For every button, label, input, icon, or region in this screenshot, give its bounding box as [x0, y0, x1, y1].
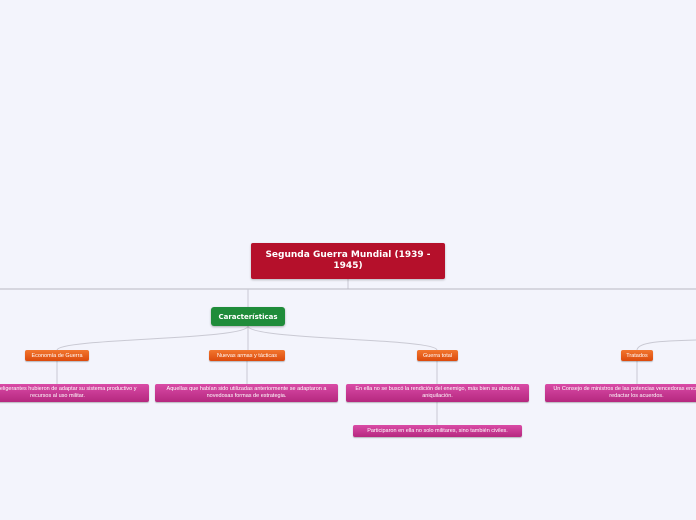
- subtopic-label: Tratados: [626, 352, 648, 359]
- connector: [247, 325, 438, 351]
- main-topic-caracteristicas[interactable]: Características: [211, 307, 285, 326]
- connector: [636, 339, 696, 351]
- subtopic-label: Nuevas armas y tácticas: [217, 352, 277, 359]
- detail-guerra-total-civiles[interactable]: Participaron en ella no solo militares, …: [353, 425, 522, 437]
- root-topic[interactable]: Segunda Guerra Mundial (1939 - 1945): [251, 243, 445, 279]
- detail-nuevas-armas[interactable]: Aquellas que habían sido utilizadas ante…: [155, 384, 338, 402]
- detail-tratados[interactable]: Un Consejo de ministros de las potencias…: [545, 384, 696, 402]
- subtopic-tratados[interactable]: Tratados: [621, 350, 653, 361]
- detail-guerra-total[interactable]: En ella no se buscó la rendición del ene…: [346, 384, 529, 402]
- detail-text: Países beligerantes hubieron de adaptar …: [0, 386, 137, 399]
- detail-text: En ella no se buscó la rendición del ene…: [355, 386, 520, 399]
- detail-text: Participaron en ella no solo militares, …: [367, 427, 508, 434]
- connector: [56, 325, 249, 351]
- root-topic-label: Segunda Guerra Mundial (1939 - 1945): [265, 250, 431, 271]
- detail-text: Aquellas que habían sido utilizadas ante…: [166, 386, 327, 399]
- subtopic-nuevas-armas[interactable]: Nuevas armas y tácticas: [209, 350, 285, 361]
- main-topic-label: Características: [218, 312, 278, 321]
- detail-text: Un Consejo de ministros de las potencias…: [553, 386, 696, 399]
- subtopic-label: Guerra total: [422, 352, 453, 359]
- subtopic-guerra-total[interactable]: Guerra total: [417, 350, 458, 361]
- detail-economia-de-guerra[interactable]: Países beligerantes hubieron de adaptar …: [0, 384, 149, 402]
- subtopic-label: Economía de Guerra: [31, 352, 83, 359]
- subtopic-economia-de-guerra[interactable]: Economía de Guerra: [25, 350, 89, 361]
